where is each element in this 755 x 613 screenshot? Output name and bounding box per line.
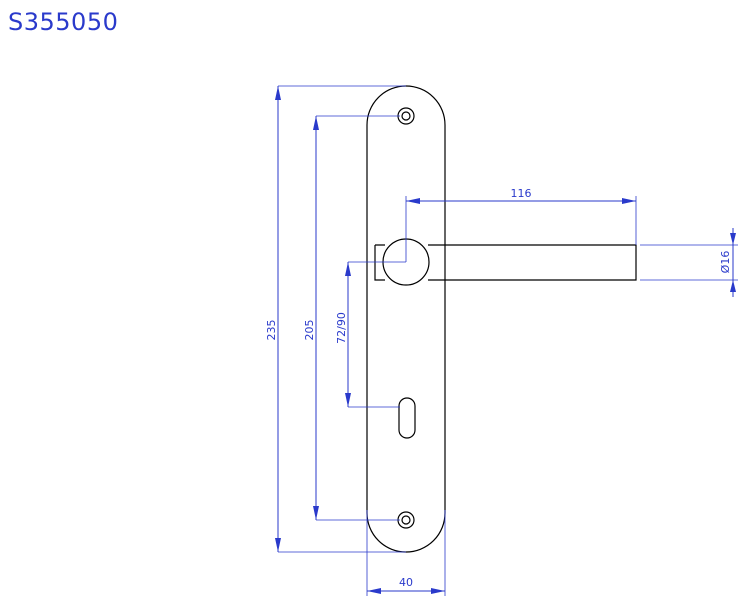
dimension-72-90-label: 72/90 xyxy=(335,312,348,344)
dimension-205-label: 205 xyxy=(303,320,316,341)
bottom-screw-hole xyxy=(397,511,415,529)
drawing-title: S355050 xyxy=(8,8,119,36)
dimension-116-label: 116 xyxy=(511,187,532,200)
dimension-lever-length xyxy=(405,196,637,262)
keyhole xyxy=(398,397,416,439)
top-screw-hole xyxy=(397,107,415,125)
dimension-screw-spacing xyxy=(313,115,400,521)
lever-handle xyxy=(374,238,637,286)
dimension-diameter-label: Ø16 xyxy=(719,251,732,274)
dimension-40-label: 40 xyxy=(399,576,413,589)
back-plate xyxy=(366,85,446,553)
dimension-overall-height xyxy=(275,85,406,553)
dimension-center-distance xyxy=(345,261,406,408)
dimension-plate-width xyxy=(366,510,446,596)
dimension-235-label: 235 xyxy=(265,320,278,341)
dimension-lever-diameter xyxy=(640,228,738,297)
